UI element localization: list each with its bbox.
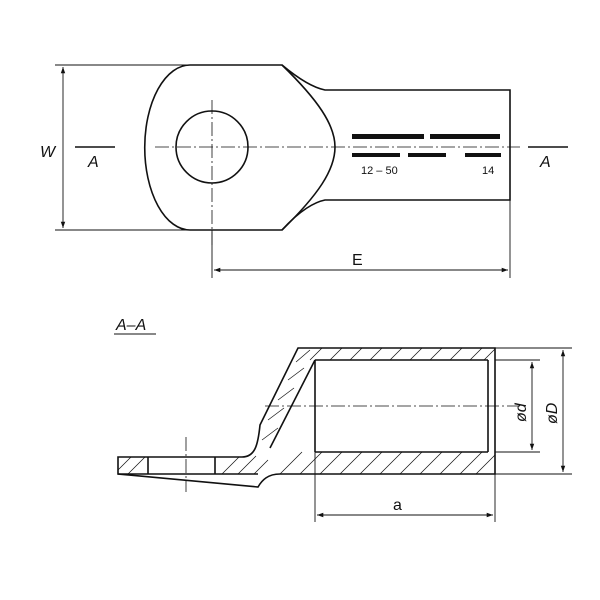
section-title: A–A	[115, 317, 146, 334]
section-marker-right: A	[539, 154, 551, 171]
marking-text-right: 14	[482, 165, 494, 177]
inner-diameter-label: ød	[513, 402, 530, 422]
marking-bar	[352, 153, 400, 157]
outer-diameter-label: øD	[544, 402, 561, 424]
hatch-palm	[117, 455, 269, 475]
barrel-length-label: a	[393, 497, 402, 514]
length-label: E	[352, 252, 363, 269]
hatch-top-wall	[309, 347, 496, 361]
width-label: W	[40, 144, 57, 161]
marking-bar	[408, 153, 446, 157]
marking-text-left: 12 – 50	[361, 165, 398, 177]
hatch-taper	[261, 349, 311, 441]
section-marker-left: A	[87, 154, 99, 171]
inner-taper-line	[269, 359, 316, 449]
marking-bar	[352, 134, 424, 139]
top-view: 12 – 50 14 A A W E	[40, 64, 568, 278]
lug-outline	[143, 64, 511, 231]
marking-bar	[465, 153, 501, 157]
marking-bar	[430, 134, 500, 139]
section-outer-contour	[117, 347, 496, 488]
hatch-bottom-wall	[279, 451, 496, 475]
section-view: A–A	[114, 317, 572, 522]
